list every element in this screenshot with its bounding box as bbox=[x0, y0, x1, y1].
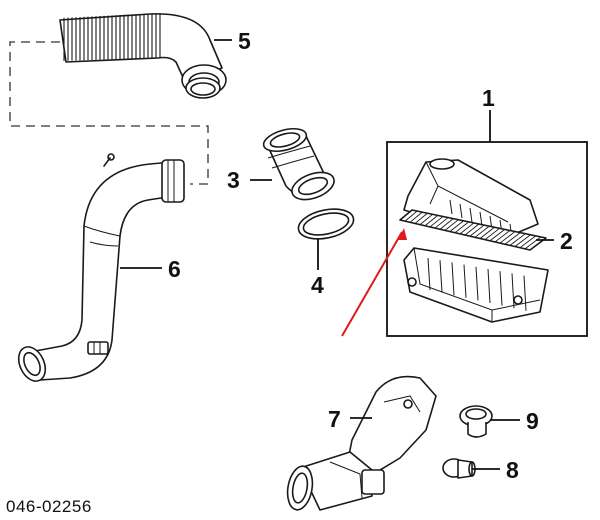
callout-3: 3 bbox=[227, 167, 240, 193]
dashed-connector bbox=[9, 41, 209, 185]
part-3-rubber-coupling bbox=[262, 127, 335, 201]
part-4-seal-ring bbox=[297, 208, 355, 240]
part-8-plug bbox=[442, 458, 476, 479]
callout-2: 2 bbox=[560, 228, 573, 254]
diagram-caption: 046-02256 bbox=[6, 497, 92, 516]
callout-5: 5 bbox=[238, 28, 251, 54]
part-5-corrugated-hose bbox=[59, 13, 227, 99]
leader-lines bbox=[120, 39, 554, 470]
part-6-intake-tube bbox=[17, 153, 185, 382]
callout-8: 8 bbox=[506, 457, 519, 483]
part-1-air-cleaner-assembly bbox=[399, 158, 549, 323]
callout-9: 9 bbox=[526, 408, 539, 434]
highlight-arrow bbox=[341, 228, 407, 337]
part-9-grommet bbox=[459, 405, 493, 438]
callout-4: 4 bbox=[311, 272, 324, 298]
callout-1: 1 bbox=[482, 85, 495, 111]
part-1-frame bbox=[386, 141, 588, 337]
part-7-intake-duct bbox=[286, 375, 437, 511]
callout-6: 6 bbox=[168, 256, 181, 282]
callout-7: 7 bbox=[328, 406, 341, 432]
